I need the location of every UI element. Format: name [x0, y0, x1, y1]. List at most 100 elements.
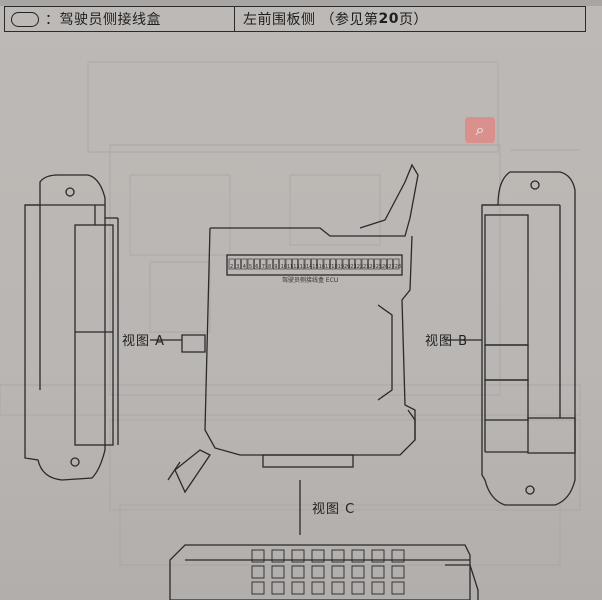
connector-pin [355, 258, 362, 270]
connector-pin-number: 6 [255, 264, 258, 270]
ecu-body [167, 163, 419, 494]
connector-pin [291, 258, 298, 270]
connector-pin [317, 258, 324, 270]
connector-pin [374, 258, 381, 270]
view-b-label: 视图 B [425, 334, 469, 349]
connector-pin-number: 15 [312, 264, 318, 270]
view-c-cell [311, 549, 325, 563]
connector-pin [228, 258, 235, 270]
view-c-cell [391, 581, 405, 595]
view-c-cell [291, 549, 305, 563]
connector-pin [380, 258, 387, 270]
view-c-cell [391, 549, 405, 563]
view-a-label: 视图 A [122, 334, 166, 349]
view-c-cell [311, 581, 325, 595]
connector-pin-number: 13 [300, 264, 306, 270]
view-a-part [24, 174, 119, 481]
connector-pin [323, 258, 330, 270]
view-c-cell [291, 581, 305, 595]
view-c-cell [351, 549, 365, 563]
header-left-cell: ：驾驶员侧接线盒 [5, 7, 235, 31]
view-c-cell [351, 581, 365, 595]
location-prefix: 左前围板侧 （参见第 [243, 12, 379, 28]
page-reference: 20 [378, 11, 399, 27]
connector-pin-number: 2 [230, 264, 233, 270]
connector-pin-number: 8 [268, 264, 271, 270]
connector-pin-number: 19 [338, 264, 344, 270]
connector-pin-number: 26 [382, 264, 388, 270]
connector-pin-number: 28 [395, 264, 401, 270]
connector-pin [304, 258, 311, 270]
connector-pin-number: 14 [306, 264, 312, 270]
view-c-cell [251, 581, 265, 595]
connector-pin-number: 4 [243, 264, 246, 270]
connector-pin [386, 258, 393, 270]
connector-pin [393, 258, 400, 270]
connector-pin-number: 5 [249, 264, 252, 270]
connector-pin [310, 258, 317, 270]
connector-pin [329, 258, 336, 270]
connector-pin-number: 10 [281, 264, 287, 270]
connector-pin [361, 258, 368, 270]
connector-pin [247, 258, 254, 270]
view-c-cell [391, 565, 405, 579]
connector-pin [254, 258, 260, 270]
view-c-cell [251, 565, 265, 579]
view-c-cell [251, 549, 265, 563]
view-c-cell [371, 581, 385, 595]
view-c-cell [271, 565, 285, 579]
connector-pin [285, 258, 292, 270]
ecu-caption: 驾驶员侧接线盒 ECU [282, 277, 339, 284]
connector-pin [348, 258, 355, 270]
connector-pin [272, 258, 279, 270]
view-c-label: 视图 C [312, 502, 356, 517]
connector-pin [260, 258, 267, 270]
header-table: ：驾驶员侧接线盒 左前围板侧 （参见第 20 页） [4, 6, 586, 32]
connector-pin [298, 258, 305, 270]
connector-pin-number: 23 [363, 264, 369, 270]
connector-pin-number: 18 [331, 264, 337, 270]
view-c-cell [331, 565, 345, 579]
view-c-cell [311, 565, 325, 579]
view-b-part [481, 171, 576, 506]
location-suffix: 页） [398, 12, 428, 28]
connector-pin [367, 258, 374, 270]
connector-pin [241, 258, 248, 270]
connector-pin [266, 258, 273, 270]
connector-pin-number: 12 [293, 264, 299, 270]
connector-pin-number: 16 [319, 264, 325, 270]
connector-pin-number: 22 [357, 264, 363, 270]
connector-pin [279, 258, 286, 270]
view-c-cell [331, 549, 345, 563]
connector-pin-number: 17 [325, 264, 331, 270]
connector-pin-number: 27 [388, 264, 394, 270]
view-c-cell [351, 565, 365, 579]
connector-pin-number: 20 [344, 264, 350, 270]
view-c-cell [331, 581, 345, 595]
connector-pin-number: 9 [274, 264, 277, 270]
view-c-cell [271, 581, 285, 595]
connector-pin-number: 11 [287, 264, 293, 270]
view-c-cell [371, 549, 385, 563]
connector-pin [342, 258, 349, 270]
view-c-cell [371, 565, 385, 579]
top-strip [0, 0, 602, 6]
oval-symbol-icon [11, 11, 39, 27]
connector-pin [235, 258, 241, 270]
header-right-cell: 左前围板侧 （参见第 20 页） [235, 7, 585, 31]
view-c-cell [271, 549, 285, 563]
connector-pin-number: 3 [236, 264, 239, 270]
connector-pin-number: 25 [376, 264, 382, 270]
view-c-cell [291, 565, 305, 579]
connector-pin-number: 24 [369, 264, 375, 270]
junction-box-title: ：驾驶员侧接线盒 [45, 12, 161, 28]
connector-pin-number: 7 [262, 264, 265, 270]
search-icon[interactable]: ⌕ [465, 117, 495, 143]
connector-pin-number: 21 [350, 264, 356, 270]
connector-pin [336, 258, 343, 270]
view-c-part [169, 544, 479, 600]
